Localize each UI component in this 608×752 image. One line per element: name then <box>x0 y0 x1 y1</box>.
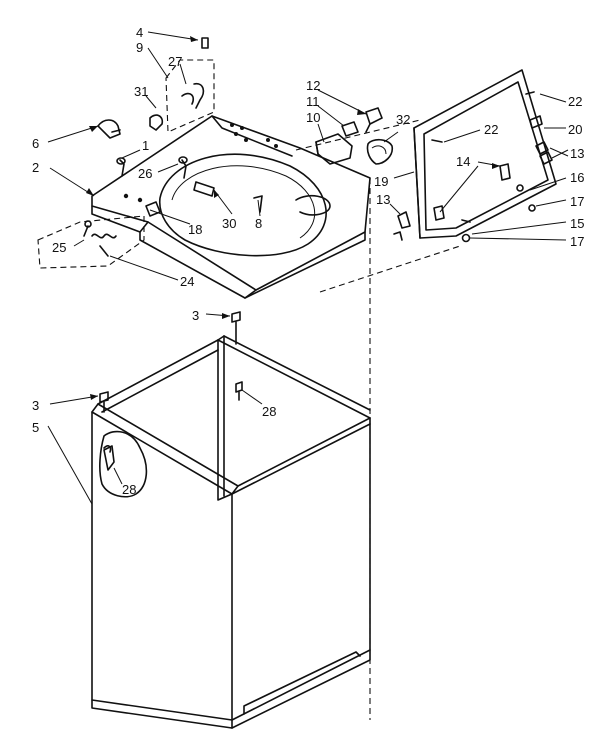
callout-14: 14 <box>456 154 470 169</box>
group-box-27 <box>165 59 215 133</box>
cutaway <box>99 430 148 498</box>
callout-4: 4 <box>136 25 143 40</box>
callout-17-lower: 17 <box>570 234 584 249</box>
callout-11: 11 <box>306 94 320 109</box>
hinge-parts <box>97 37 263 217</box>
callout-30: 30 <box>222 216 236 231</box>
spring-part <box>83 220 117 257</box>
callout-17-upper: 17 <box>570 194 584 209</box>
callout-8: 8 <box>255 216 262 231</box>
cabinet <box>91 335 371 729</box>
leader-lines <box>47 31 569 505</box>
callout-25: 25 <box>52 240 66 255</box>
group-box-24 <box>37 215 145 269</box>
screw-upper <box>231 311 241 345</box>
callout-27: 27 <box>168 54 182 69</box>
callout-20: 20 <box>568 122 582 137</box>
callout-3-upper: 3 <box>192 308 199 323</box>
callout-12: 12 <box>306 78 320 93</box>
lid-switch <box>315 107 383 165</box>
callout-19: 19 <box>374 174 388 189</box>
callout-2: 2 <box>32 160 39 175</box>
callout-6: 6 <box>32 136 39 151</box>
screw-28 <box>235 381 243 401</box>
callout-10: 10 <box>306 110 320 125</box>
callout-9: 9 <box>136 40 143 55</box>
callout-22-lower: 22 <box>484 122 498 137</box>
callout-28-lower: 28 <box>122 482 136 497</box>
callout-13-left: 13 <box>376 192 390 207</box>
callout-1: 1 <box>142 138 149 153</box>
callout-18: 18 <box>188 222 202 237</box>
screw-lower <box>99 391 109 413</box>
lid <box>393 69 557 243</box>
callout-3-lower: 3 <box>32 398 39 413</box>
callout-13-right: 13 <box>570 146 584 161</box>
callout-24: 24 <box>180 274 194 289</box>
callout-31: 31 <box>134 84 148 99</box>
callout-22-upper: 22 <box>568 94 582 109</box>
callout-32: 32 <box>396 112 410 127</box>
top-panel <box>91 115 371 299</box>
callout-labels: 4 9 27 31 6 1 2 26 25 24 18 30 8 12 11 1… <box>32 25 584 497</box>
callout-15: 15 <box>570 216 584 231</box>
callout-16: 16 <box>570 170 584 185</box>
callout-28-upper: 28 <box>262 404 276 419</box>
bumper-part <box>366 138 394 165</box>
callout-5: 5 <box>32 420 39 435</box>
callout-26: 26 <box>138 166 152 181</box>
